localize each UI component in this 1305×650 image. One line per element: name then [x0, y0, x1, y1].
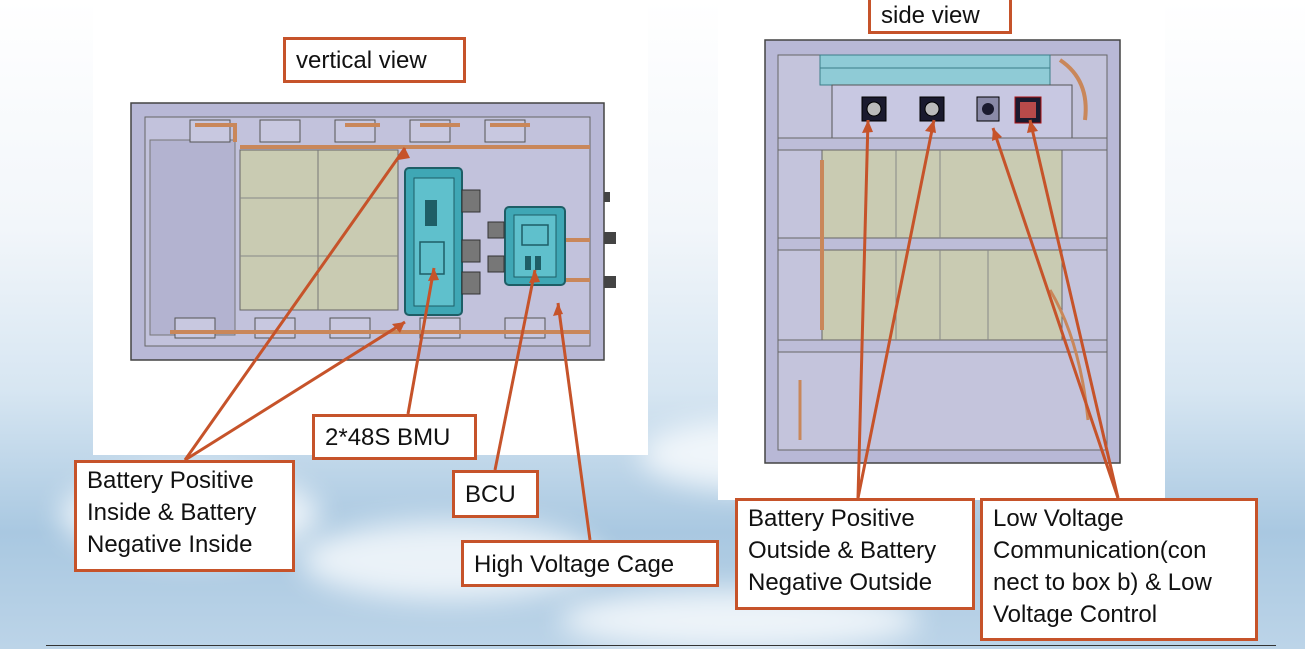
low-voltage-label: Low Voltage Communication(con nect to bo… — [980, 498, 1258, 641]
side-view-enclosure — [764, 39, 1121, 464]
bcu-label: BCU — [452, 470, 539, 518]
callout-arrowheads — [392, 120, 1038, 333]
vertical-view-enclosure — [130, 102, 616, 361]
hv-cage-label: High Voltage Cage — [461, 540, 719, 587]
battery-inside-label: Battery Positive Inside & Battery Negati… — [74, 460, 295, 572]
side-view-label: side view — [868, 0, 1012, 34]
bmu-label: 2*48S BMU — [312, 414, 477, 460]
bottom-rule — [46, 645, 1276, 646]
vertical-view-label: vertical view — [283, 37, 466, 83]
callout-lines — [183, 119, 1120, 541]
battery-outside-label: Battery Positive Outside & Battery Negat… — [735, 498, 975, 610]
